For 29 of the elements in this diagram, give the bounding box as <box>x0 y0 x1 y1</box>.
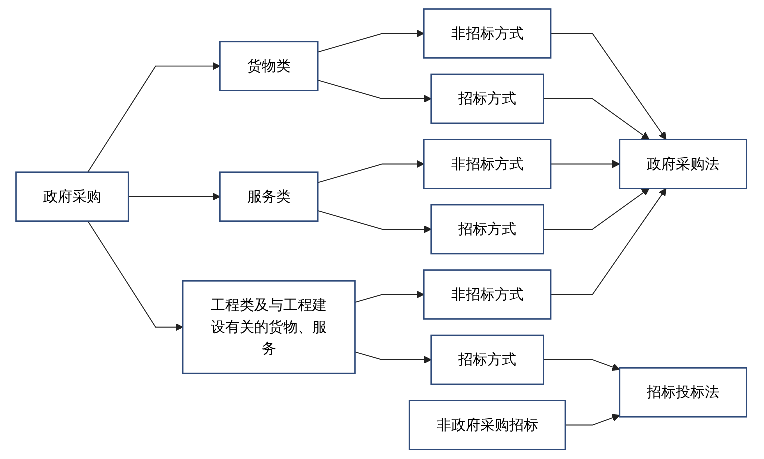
arrow <box>88 62 222 173</box>
node-box: 非政府采购招标 <box>409 400 567 450</box>
arrow <box>355 352 432 364</box>
node-box: 非招标方式 <box>424 8 552 59</box>
node-box: 非招标方式 <box>424 270 552 320</box>
arrow <box>551 160 621 168</box>
arrow <box>128 192 222 201</box>
node-box: 政府采购法 <box>620 139 748 190</box>
arrow <box>318 80 432 103</box>
node-box: 货物类 <box>220 41 320 92</box>
arrow <box>318 30 425 53</box>
node-box: 工程类及与工程建设有关的货物、服务 <box>182 280 356 374</box>
arrow <box>551 188 668 296</box>
arrow <box>544 360 621 372</box>
arrow <box>551 33 668 140</box>
arrow <box>318 160 425 184</box>
node-box: 招标投标法 <box>620 367 748 418</box>
node-box: 招标方式 <box>431 74 545 124</box>
arrow <box>88 220 184 332</box>
node-box: 招标方式 <box>431 334 545 386</box>
node-box: 政府采购 <box>16 172 130 222</box>
arrow <box>544 98 650 140</box>
node-box: 服务类 <box>220 172 320 222</box>
node-box: 非招标方式 <box>424 139 552 190</box>
arrow <box>318 210 432 234</box>
node-box: 招标方式 <box>431 204 545 255</box>
arrow <box>544 188 650 230</box>
arrow <box>566 414 621 426</box>
arrow <box>355 290 425 304</box>
